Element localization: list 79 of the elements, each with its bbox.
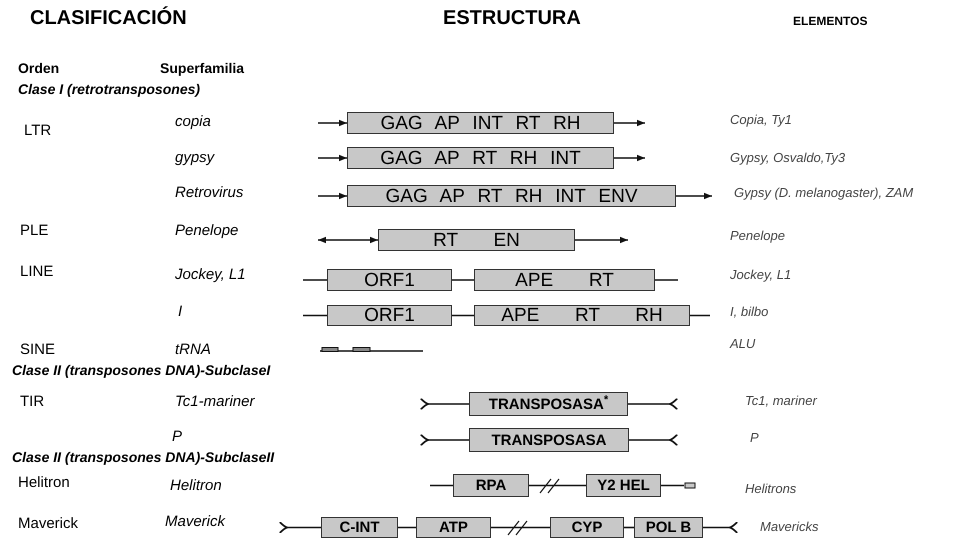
- protein-domain-box: POL B: [634, 517, 703, 538]
- terminal-repeat-line: [420, 434, 469, 446]
- superfamily-name: Tc1-mariner: [175, 393, 254, 412]
- superfamily-name: Retrovirus: [175, 184, 244, 203]
- terminal-repeat-line: [629, 434, 678, 446]
- arrow: [318, 120, 347, 126]
- protein-domain-box: GAG AP RT RH INT: [347, 147, 614, 169]
- superfamily-name: Maverick: [165, 513, 226, 532]
- protein-domain-box: TRANSPOSASA: [469, 428, 629, 452]
- element-name: Tc1, mariner: [745, 393, 817, 410]
- order-name: Maverick: [18, 515, 78, 534]
- protein-domain-box: ORF1: [327, 269, 452, 291]
- element-name: Mavericks: [760, 519, 819, 536]
- protein-domain-box: GAG AP INT RT RH: [347, 112, 614, 134]
- order-name: TIR: [20, 393, 44, 412]
- arrow: [318, 192, 347, 200]
- protein-domain-box: GAG AP RT RH INT ENV: [347, 185, 676, 207]
- superfamily-name: Penelope: [175, 222, 238, 241]
- element-name: P: [750, 430, 759, 446]
- order-name: LINE: [20, 263, 54, 282]
- terminal-repeat-line: [703, 521, 738, 534]
- superfamily-name: gypsy: [175, 149, 214, 168]
- arrow: [676, 192, 712, 200]
- protein-domain-box: Y2 HEL: [586, 474, 661, 497]
- class-heading: Clase II (transposones DNA)-SubclaseII: [12, 449, 274, 466]
- order-name: SINE: [20, 341, 56, 360]
- superfamily-name: tRNA: [175, 341, 211, 360]
- element-name: Jockey, L1: [730, 267, 792, 284]
- superfamily-name: P: [172, 428, 182, 447]
- arrow: [614, 120, 645, 126]
- element-name: Copia, Ty1: [730, 112, 792, 128]
- protein-domain-box: APE RT: [474, 269, 655, 291]
- protein-domain-box: TRANSPOSASA$^{*}$: [469, 392, 628, 416]
- superfamily-name: Helitron: [170, 477, 222, 496]
- column-header: Orden: [18, 60, 60, 78]
- order-name: LTR: [24, 122, 52, 141]
- protein-domain-box: ORF1: [327, 305, 452, 326]
- element-name: ALU: [730, 336, 756, 352]
- double-arrow: [318, 236, 378, 244]
- arrow: [318, 154, 347, 162]
- connector-line: [303, 314, 327, 316]
- terminal-repeat-line: [420, 398, 469, 410]
- superfamily-name: Jockey, L1: [175, 266, 246, 285]
- connector-line: [624, 526, 634, 528]
- section-heading: ELEMENTOS: [793, 14, 868, 29]
- connector-line: [491, 526, 550, 528]
- terminal-repeat-line: [278, 521, 321, 534]
- element-name: I, bilbo: [730, 304, 768, 320]
- connector-line: [655, 279, 678, 281]
- connector-line: [430, 484, 453, 486]
- section-heading: ESTRUCTURA: [443, 6, 581, 31]
- protein-domain-box: CYP: [550, 517, 624, 538]
- column-header: Superfamilia: [160, 60, 244, 78]
- section-heading: CLASIFICACIÓN: [30, 6, 187, 31]
- connector-line: [452, 314, 474, 316]
- element-name: Gypsy (D. melanogaster), ZAM: [734, 185, 914, 202]
- class-heading: Clase I (retrotransposones): [18, 81, 200, 98]
- superfamily-name: I: [178, 303, 182, 322]
- protein-domain-box: ATP: [416, 517, 491, 538]
- order-name: PLE: [20, 222, 48, 241]
- arrow: [614, 154, 645, 162]
- order-name: Helitron: [18, 474, 70, 493]
- connector-line: [398, 526, 416, 528]
- protein-domain-box: C-INT: [321, 517, 398, 538]
- element-name: Gypsy, Osvaldo,Ty3: [730, 150, 846, 166]
- arrow: [575, 236, 628, 244]
- protein-domain-box: RPA: [453, 474, 529, 497]
- element-name: Helitrons: [745, 481, 796, 498]
- element-name: Penelope: [730, 228, 785, 244]
- connector-line: [529, 484, 586, 486]
- class-heading: Clase II (transposones DNA)-SubclaseI: [12, 362, 270, 380]
- connector-line: [303, 279, 327, 281]
- terminal-repeat-line: [628, 398, 678, 410]
- protein-domain-box: APE RT RH: [474, 305, 690, 326]
- connector-line: [690, 314, 710, 316]
- terminal-repeat-line: [661, 482, 696, 488]
- connector-line: [452, 279, 474, 281]
- superfamily-name: copia: [175, 113, 211, 132]
- protein-domain-box: RT EN: [378, 229, 575, 251]
